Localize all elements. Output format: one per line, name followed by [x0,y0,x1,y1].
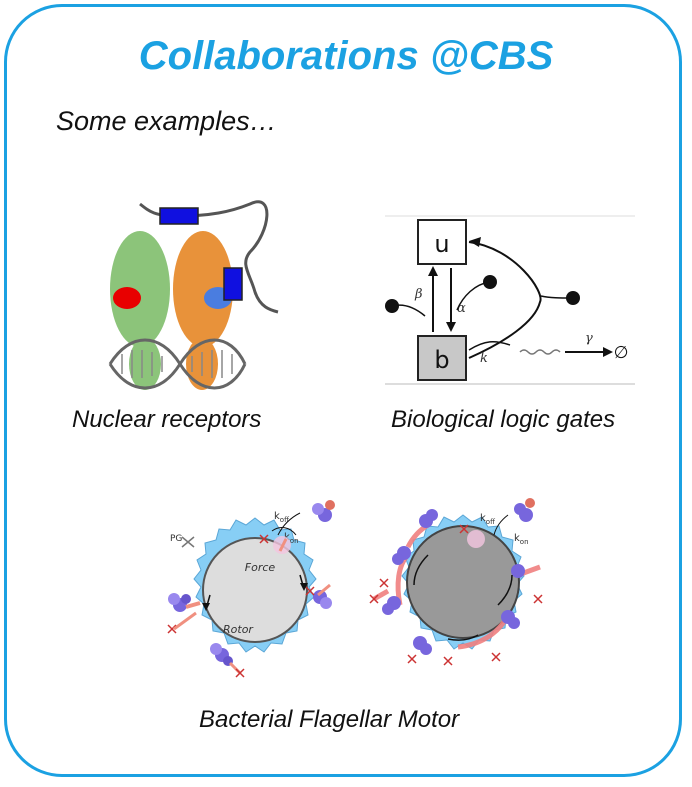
rate-k-label: k [480,351,488,366]
slide-subtitle: Some examples… [56,106,277,136]
logic-gate-network-icon: u b β α k γ ∅ [385,215,635,385]
caption-bacterial-flagellar-motor: Bacterial Flagellar Motor [199,706,460,733]
nuclear-receptor-dna-icon [108,200,279,390]
kon-label: kon [284,532,299,545]
node-b-label: b [434,346,449,374]
force-label: Force [245,561,276,574]
rate-gamma-label: γ [585,331,593,346]
slide-frame [4,4,682,777]
node-u-label: u [434,230,449,258]
pg-label: PG [170,534,182,544]
sink-label: ∅ [614,343,629,363]
koff-label: koff [274,511,289,524]
caption-biological-logic-gates: Biological logic gates [391,406,616,433]
flagellar-motor-icon: Force Rotor PG koff kon [167,500,335,678]
caption-nuclear-receptors: Nuclear receptors [72,406,262,433]
kon-label-right: kon [514,533,529,546]
rotor-label: Rotor [223,623,254,636]
flagellar-motor-active-icon: koff kon [369,498,543,666]
slide-title: Collaborations @CBS [138,34,554,78]
koff-label-right: koff [480,513,495,526]
rate-beta-label: β [414,287,423,302]
rate-alpha-label: α [457,301,466,316]
